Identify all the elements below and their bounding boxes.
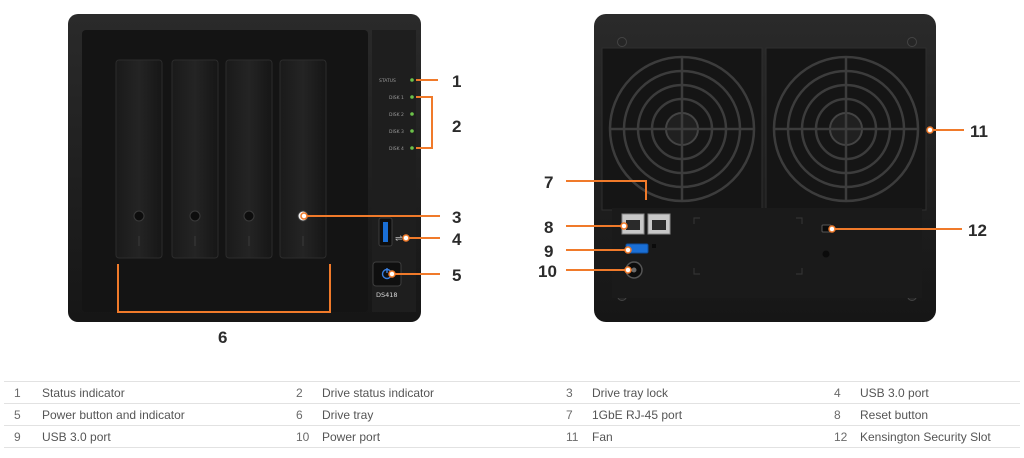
legend-label: Power button and indicator — [42, 403, 286, 426]
front-view: STATUS DISK 1 DISK 2 DISK 3 DISK 4 ⇌ DS4… — [68, 14, 421, 322]
fan-right — [765, 47, 927, 211]
legend-label: Status indicator — [42, 381, 286, 404]
legend-label: Power port — [322, 425, 556, 448]
legend-number: 3 — [556, 381, 592, 404]
status-leds: STATUS DISK 1 DISK 2 DISK 3 DISK 4 — [379, 78, 414, 152]
callout-5: 5 — [452, 266, 461, 285]
drive-trays — [115, 59, 327, 259]
led-label-disk4: DISK 4 — [389, 146, 404, 152]
usb-port-tongue — [383, 222, 388, 242]
callout-numbers: 1 2 3 4 5 6 7 8 9 10 11 12 — [218, 72, 988, 347]
legend-label: Drive status indicator — [322, 381, 556, 404]
screw-icon — [907, 37, 917, 47]
legend-number: 4 — [824, 381, 860, 404]
led-label-status: STATUS — [379, 78, 396, 84]
legend-number: 1 — [4, 381, 42, 404]
callout-line-6 — [117, 264, 331, 313]
legend-label: 1GbE RJ-45 port — [592, 403, 824, 426]
legend-number: 6 — [286, 403, 322, 426]
legend-number: 12 — [824, 425, 860, 448]
legend-number: 8 — [824, 403, 860, 426]
mount-corner — [693, 217, 803, 275]
legend-row: 1 Status indicator 2 Drive status indica… — [4, 381, 1020, 404]
led-dot-disk3 — [410, 129, 414, 133]
drive-tray[interactable] — [115, 59, 163, 259]
led-dot-status — [410, 78, 414, 82]
callout-4: 4 — [452, 230, 462, 249]
legend-label: Reset button — [860, 403, 1020, 426]
callout-dot — [620, 222, 628, 230]
reset-button-hole[interactable] — [652, 244, 656, 248]
legend-number: 7 — [556, 403, 592, 426]
legend-row: 9 USB 3.0 port 10 Power port 11 Fan 12 K… — [4, 425, 1020, 448]
legend-label: Kensington Security Slot — [860, 425, 1020, 448]
power-button[interactable]: DS418 — [372, 261, 402, 299]
usb-symbol-icon: ⇌ — [395, 234, 403, 244]
legend-label: USB 3.0 port — [42, 425, 286, 448]
legend-label: Drive tray — [322, 403, 556, 426]
callout-3: 3 — [452, 208, 461, 227]
legend-label: Drive tray lock — [592, 381, 824, 404]
legend-label: USB 3.0 port — [860, 381, 1020, 404]
legend-number: 11 — [556, 425, 592, 448]
callout-12: 12 — [968, 221, 987, 240]
callout-10: 10 — [538, 262, 557, 281]
nas-diagram: STATUS DISK 1 DISK 2 DISK 3 DISK 4 ⇌ DS4… — [68, 14, 988, 347]
callout-1: 1 — [452, 72, 461, 91]
callout-points — [300, 126, 934, 278]
front-usb-port[interactable]: ⇌ — [378, 217, 403, 247]
legend-number: 5 — [4, 403, 42, 426]
lan-port-1-socket — [626, 220, 640, 230]
led-dot-disk4 — [410, 146, 414, 150]
screw-icon — [617, 37, 627, 47]
legend-number: 9 — [4, 425, 42, 448]
screw-hole — [822, 250, 830, 258]
fan-left — [601, 47, 763, 211]
callout-dot — [402, 234, 410, 242]
callout-dot — [388, 270, 396, 278]
callout-9: 9 — [544, 242, 553, 261]
drive-tray[interactable] — [171, 59, 219, 259]
led-label-disk2: DISK 2 — [389, 112, 404, 118]
callout-line-7 — [566, 180, 647, 200]
callout-dot — [828, 225, 836, 233]
callout-dot — [624, 246, 632, 254]
legend-table: 1 Status indicator 2 Drive status indica… — [4, 381, 1020, 448]
legend-number: 10 — [286, 425, 322, 448]
callout-11: 11 — [970, 122, 988, 141]
led-label-disk3: DISK 3 — [389, 129, 404, 135]
callout-line-2 — [416, 96, 433, 149]
callout-8: 8 — [544, 218, 553, 237]
callout-7: 7 — [544, 173, 553, 192]
legend-label: Fan — [592, 425, 824, 448]
led-dot-disk1 — [410, 95, 414, 99]
led-dot-disk2 — [410, 112, 414, 116]
drive-tray[interactable] — [225, 59, 273, 259]
lan-port-2-socket — [652, 220, 666, 230]
power-port-pin — [631, 267, 637, 273]
back-view — [594, 14, 936, 322]
callout-dot — [300, 212, 308, 220]
tray-lock-icon[interactable] — [133, 210, 145, 222]
callout-6: 6 — [218, 328, 227, 347]
led-label-disk1: DISK 1 — [389, 95, 404, 101]
legend-row: 5 Power button and indicator 6 Drive tra… — [4, 403, 1020, 426]
lan-ports[interactable] — [621, 213, 671, 235]
tray-lock-icon[interactable] — [243, 210, 255, 222]
callout-dot — [624, 266, 632, 274]
callout-2: 2 — [452, 117, 461, 136]
model-label: DS418 — [376, 291, 398, 299]
legend-number: 2 — [286, 381, 322, 404]
drive-tray[interactable] — [279, 59, 327, 259]
callout-dot — [926, 126, 934, 134]
tray-lock-icon[interactable] — [189, 210, 201, 222]
callout-lines — [117, 79, 964, 313]
